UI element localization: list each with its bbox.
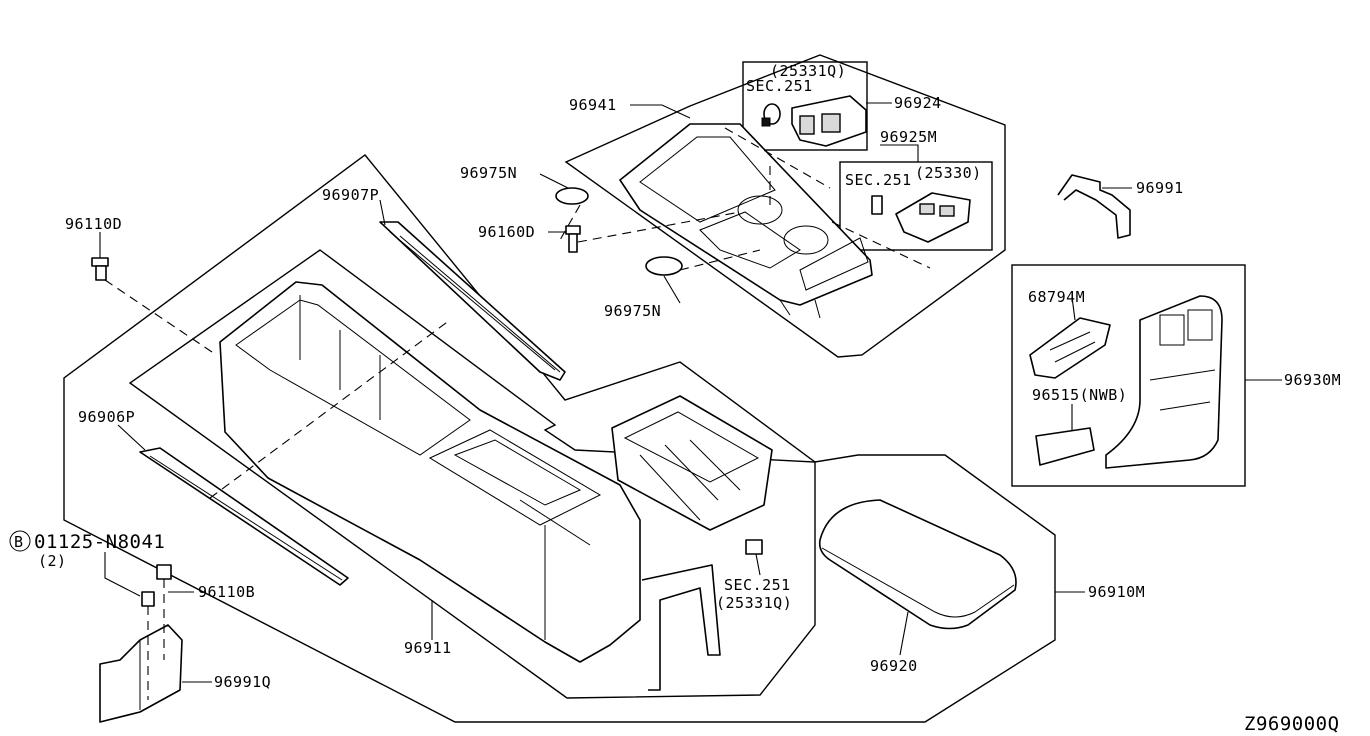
label-96110B: 96110B: [198, 583, 255, 601]
bracket-96991Q: [99, 564, 183, 723]
label-96924: 96924: [894, 94, 942, 112]
rear-bracket: [641, 564, 721, 691]
cap-96975N-top: [555, 187, 589, 205]
diagram-id: Z969000Q: [1244, 713, 1340, 735]
clip-sec251-lower: [745, 539, 763, 555]
label-sec251-a: SEC.251: [746, 77, 813, 95]
label-96991: 96991: [1136, 179, 1184, 197]
label-68794M: 68794M: [1028, 288, 1085, 306]
label-96515: 96515(NWB): [1032, 386, 1127, 404]
ashtray-box: [742, 61, 868, 151]
label-96907P: 96907P: [322, 186, 379, 204]
label-96910M: 96910M: [1088, 583, 1145, 601]
label-96906P: 96906P: [78, 408, 135, 426]
label-sec251-c: SEC.251: [724, 576, 791, 594]
console-kit-box: [1011, 264, 1246, 487]
label-bolt-part: 01125-N8041: [34, 531, 165, 553]
label-96911: 96911: [404, 639, 452, 657]
storage-bin: [611, 395, 773, 531]
label-sec251-b-ref: (25330): [915, 164, 982, 182]
label-sec251-c-ref: (25331Q): [716, 594, 792, 612]
finisher-panel-96941: [619, 123, 873, 319]
label-sec251-b: SEC.251: [845, 171, 912, 189]
label-bolt-qty: (2): [38, 552, 67, 570]
ashtray-96924: [761, 95, 867, 147]
console-body-96911: [219, 281, 641, 663]
label-96975N-top: 96975N: [460, 164, 517, 182]
cover-96906P: [139, 447, 349, 586]
bracket-96991: [1057, 174, 1131, 239]
socket-box: [839, 161, 993, 251]
bolt-marker-circle: [9, 530, 31, 552]
label-96925M: 96925M: [880, 128, 937, 146]
label-sec251-a-ref: (25331Q): [770, 62, 846, 80]
label-96975N-bottom: 96975N: [604, 302, 661, 320]
label-96920: 96920: [870, 657, 918, 675]
label-96930M: 96930M: [1284, 371, 1341, 389]
cap-96975N-bottom: [645, 256, 683, 276]
outer-assembly-frame: [63, 154, 1056, 723]
label-96941: 96941: [569, 96, 617, 114]
armrest-96920: [818, 499, 1017, 630]
switch-96515: [1035, 427, 1095, 466]
clip-96160D: [565, 225, 581, 253]
upper-finisher-frame: [564, 54, 1006, 358]
socket-96925M: [871, 192, 971, 243]
label-96991Q: 96991Q: [214, 673, 271, 691]
bolt-marker: B: [14, 533, 24, 551]
clip-96110D: [91, 257, 109, 281]
vent-68794M: [1029, 317, 1111, 379]
panel-96930M: [1105, 295, 1223, 469]
console-body-frame: [128, 249, 816, 699]
cover-96907P: [379, 221, 566, 381]
label-96160D: 96160D: [478, 223, 535, 241]
label-96110D: 96110D: [65, 215, 122, 233]
